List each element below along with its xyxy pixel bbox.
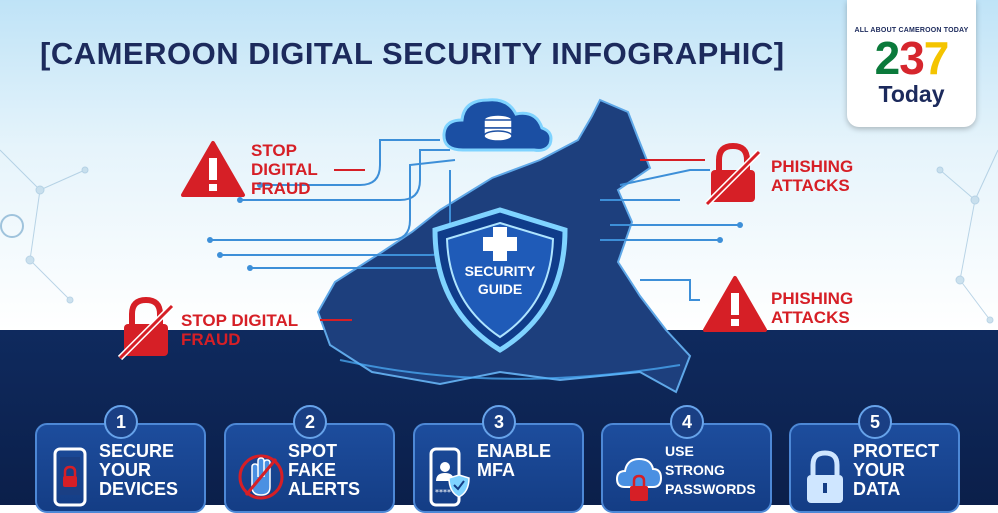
crossed-lock-icon [118,296,174,360]
logo-word: Today [878,81,945,107]
shield-icon [432,207,568,353]
brand-logo[interactable]: ALL ABOUT CAMEROON TODAY 237 Today [847,0,976,127]
step-number-badge: 1 [104,405,138,439]
hand-stop-icon [238,454,284,500]
step-number-badge: 2 [293,405,327,439]
phone-lock-icon [53,447,87,507]
warning-line: FRAUD [181,330,241,349]
warning-label: STOP DIGITAL FRAUD [251,141,318,198]
shield-label: SECURITY GUIDE [438,262,562,298]
padlock-icon [807,450,843,503]
warning-label: STOP DIGITAL FRAUD [181,311,298,349]
logo-number: 237 [847,33,976,83]
warning-line: FRAUD [251,179,311,198]
logo-digit: 3 [899,32,925,84]
shield-label-line: GUIDE [477,281,523,297]
logo-digit: 2 [874,32,901,84]
warning-line: ATTACKS [771,176,850,195]
phone-shield-icon: **** [429,447,470,507]
crossed-lock-icon [705,142,761,206]
warning-triangle-icon [703,276,767,332]
warning-line: STOP [251,141,297,160]
step-number-badge: 3 [482,405,516,439]
warning-line: ATTACKS [771,308,850,327]
warning-line: PHISHING [771,157,854,176]
svg-text:****: **** [435,488,451,497]
shield-label-line: SECURITY [464,263,536,279]
step-number-badge: 4 [670,405,704,439]
logo-digit: 7 [923,32,950,84]
step-card-1[interactable]: SECURE YOUR DEVICES [35,423,206,513]
step-label: ENABLE MFA [477,441,552,480]
warning-label: PHISHING ATTACKS [771,157,853,195]
page-title: [CAMEROON DIGITAL SECURITY INFOGRAPHIC] [40,36,785,71]
logo-tagline: ALL ABOUT CAMEROON TODAY [854,27,969,34]
warning-line: DIGITAL [251,160,318,179]
step-number-badge: 5 [858,405,892,439]
step-label: PROTECT YOUR DATA [853,441,940,499]
steps-row: SECURE YOUR DEVICES 1 SPOT FAKE ALERTS 2… [0,405,998,513]
step-label: USE STRONG PASSWORDS [665,443,756,497]
cloud-database-icon [442,98,553,152]
warning-line: PHISHING [771,289,854,308]
cloud-lock-icon [615,457,663,501]
warning-line: STOP DIGITAL [181,311,299,330]
step-label: SPOT FAKE ALERTS [288,441,360,499]
warning-label: PHISHING ATTACKS [771,289,853,327]
step-label: SECURE YOUR DEVICES [99,441,179,499]
warning-triangle-icon [181,141,245,197]
